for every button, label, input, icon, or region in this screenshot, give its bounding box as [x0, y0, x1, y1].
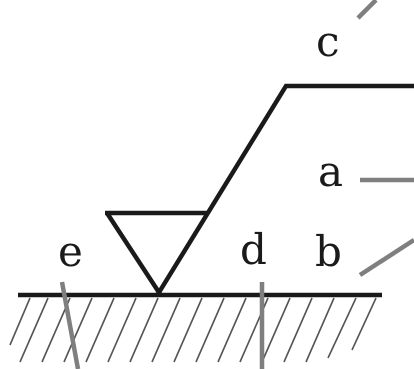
hatch-line	[351, 297, 377, 351]
hatch-line	[107, 297, 137, 363]
hatch-line	[261, 297, 291, 363]
hatch-line	[173, 297, 203, 363]
hatch-line	[19, 297, 49, 363]
label-b: b	[315, 227, 342, 276]
leader-line-e	[59, 281, 81, 369]
label-c: c	[316, 17, 340, 66]
leader-line-c	[356, 0, 378, 20]
hatch-line	[283, 297, 313, 363]
hatch-line	[195, 297, 225, 363]
label-a: a	[318, 147, 343, 196]
hatch-line	[63, 297, 93, 363]
hatch-line	[327, 297, 357, 359]
hatch-line	[9, 297, 31, 346]
hatch-line	[305, 297, 335, 363]
leader-line-b	[358, 238, 414, 277]
hatch-line	[85, 297, 115, 363]
label-d: d	[240, 225, 267, 274]
roughness-symbol	[105, 83, 414, 296]
hatch-line	[151, 297, 181, 363]
hatch-line	[129, 297, 159, 363]
label-e: e	[58, 227, 83, 276]
hatch-line	[217, 297, 247, 363]
